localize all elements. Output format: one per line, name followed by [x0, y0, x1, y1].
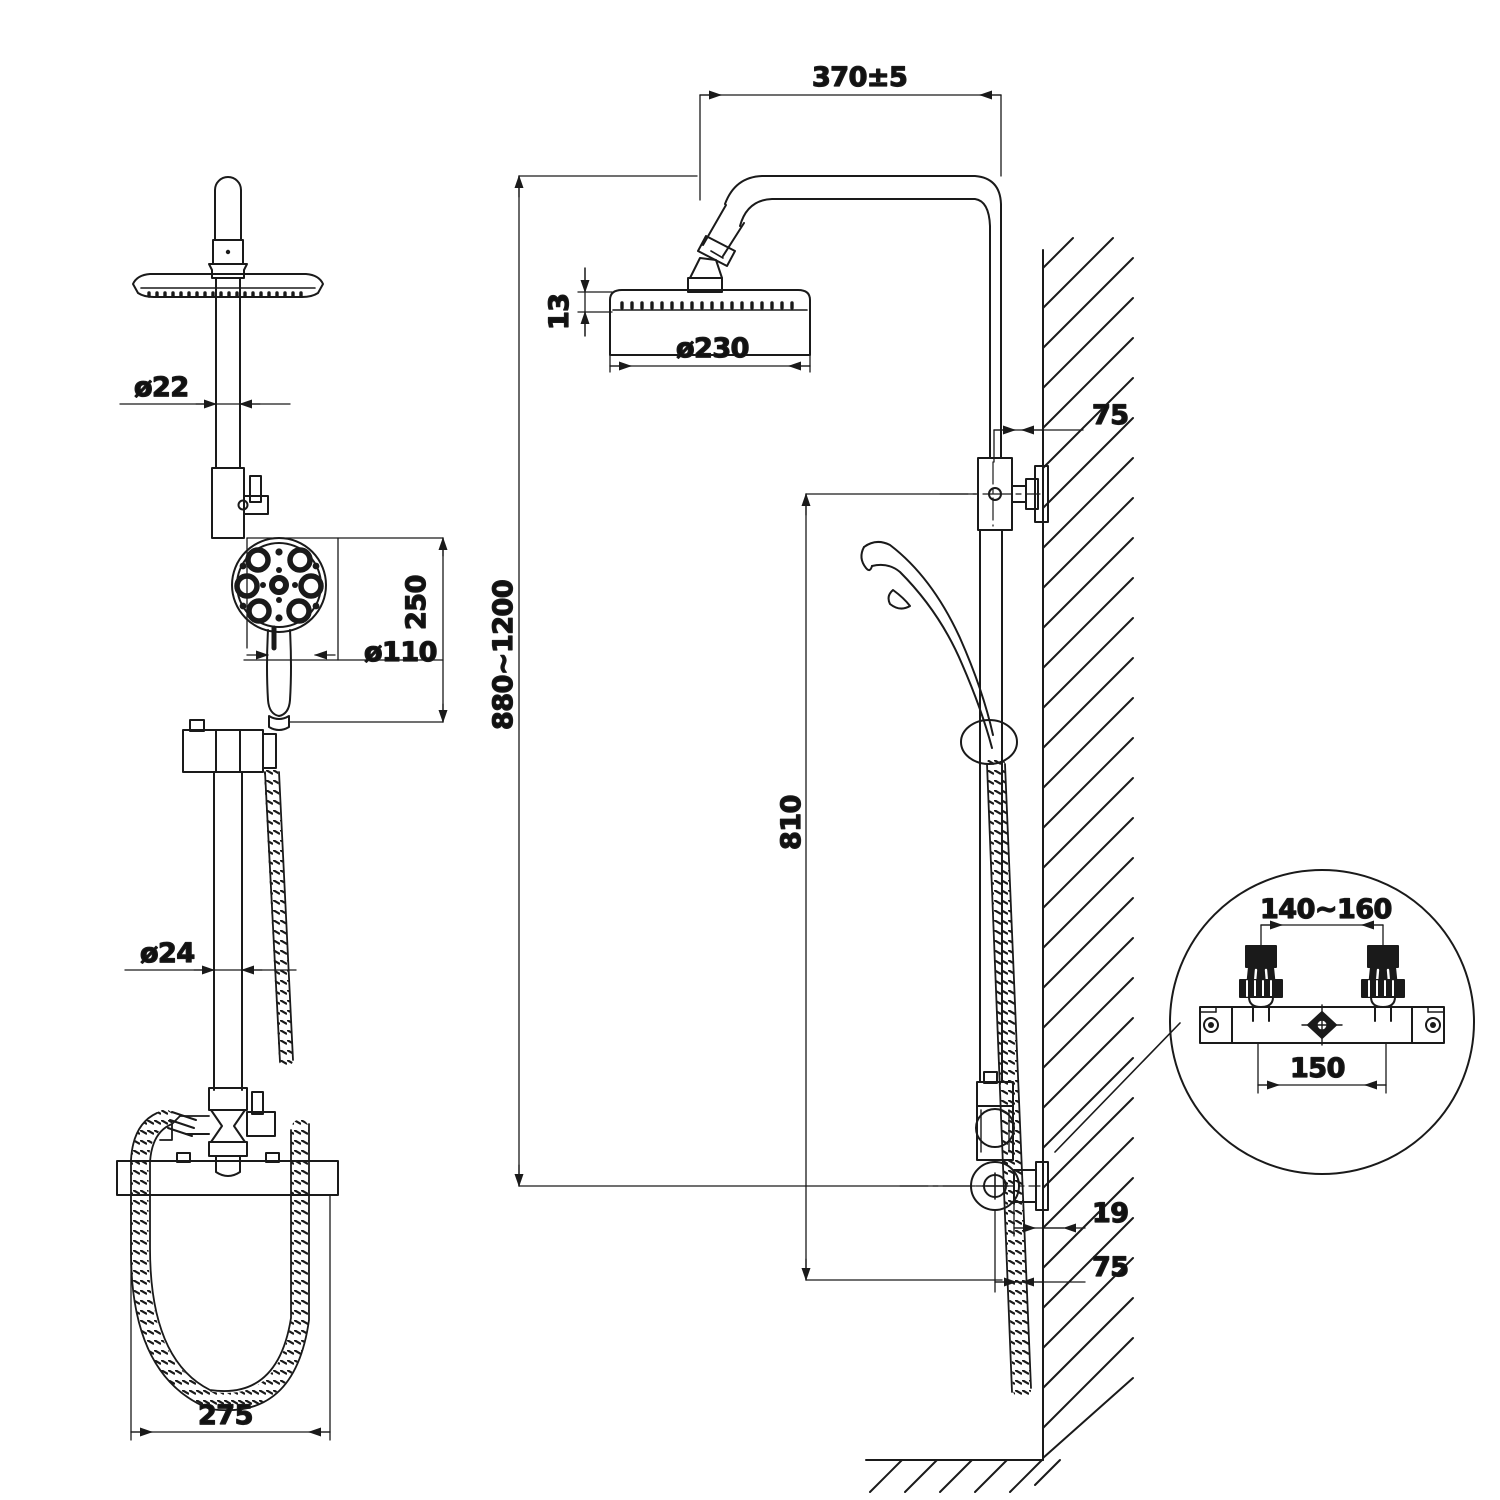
label-250: 250 — [401, 575, 432, 630]
label-880-1200: 880~1200 — [488, 580, 519, 730]
label-d110: ø110 — [364, 637, 437, 668]
side-dimension-810: 810 — [775, 493, 1003, 1281]
label-275: 275 — [198, 1400, 253, 1431]
front-dimension-275: 275 — [130, 1194, 331, 1441]
label-13: 13 — [544, 293, 575, 330]
front-upper-riser — [215, 277, 241, 469]
wall-hatching — [1042, 237, 1134, 1459]
label-75-top: 75 — [1092, 400, 1129, 431]
label-d230: ø230 — [676, 333, 749, 364]
label-370: 370±5 — [812, 62, 907, 93]
front-valve-outlet-coil — [167, 1111, 197, 1137]
detail-inlet-left — [1239, 945, 1283, 1022]
side-dimension-880-1200: 880~1200 — [487, 175, 976, 1187]
side-valve-body — [899, 1071, 1049, 1211]
front-dimension-d24: ø24 — [124, 937, 297, 975]
detail-valve-bar — [1199, 1004, 1445, 1046]
wall — [1042, 237, 1134, 1461]
side-handset — [860, 541, 1018, 765]
label-d22: ø22 — [134, 372, 189, 403]
detail-circle-view: 140~160 150 — [1054, 869, 1475, 1175]
label-75-bottom: 75 — [1092, 1252, 1129, 1283]
side-rain-head-nozzles — [620, 301, 794, 310]
front-hose-upper — [264, 765, 294, 1067]
front-elevation-view: ø22 ø24 ø110 250 — [116, 176, 448, 1441]
side-dimension-370: 370±5 — [699, 61, 1002, 201]
side-dimension-75-bottom: 75 — [994, 1209, 1130, 1293]
label-810: 810 — [776, 795, 807, 850]
side-arm-swivel — [687, 235, 736, 293]
front-hose-loop — [130, 1109, 310, 1412]
detail-inlet-right — [1361, 945, 1405, 1022]
front-rain-head-nozzles — [147, 291, 303, 298]
front-lower-riser — [213, 771, 243, 1091]
label-150: 150 — [1290, 1053, 1345, 1084]
label-d24: ø24 — [140, 938, 195, 969]
front-rain-head — [132, 273, 324, 298]
floor — [865, 1459, 1061, 1493]
front-dimension-d110-250: ø110 250 — [243, 537, 448, 723]
detail-dimension-150: 150 — [1257, 1042, 1387, 1094]
side-rain-head — [609, 289, 811, 356]
label-140-160: 140~160 — [1260, 894, 1392, 925]
front-dimension-d22: ø22 — [119, 371, 291, 409]
front-valve-body — [159, 1087, 276, 1177]
front-handset-head — [231, 537, 327, 731]
detail-circle-outline — [1169, 869, 1475, 1175]
front-diverter-block — [211, 467, 269, 539]
side-dimension-19: 19 — [1013, 1197, 1130, 1237]
label-19: 19 — [1092, 1198, 1129, 1229]
side-dimension-75-top: 75 — [993, 399, 1130, 463]
side-hose — [986, 755, 1032, 1399]
floor-hatching — [869, 1459, 1061, 1493]
detail-leader-line — [1054, 1022, 1181, 1153]
side-dimension-d230: ø230 — [609, 332, 811, 373]
side-rain-arm — [702, 175, 1002, 458]
front-handset-nozzle-pattern — [234, 547, 324, 624]
detail-dimension-140-160: 140~160 — [1259, 893, 1393, 953]
front-slider-bracket — [182, 719, 277, 773]
side-elevation-view: 370±5 13 ø230 75 — [487, 61, 1134, 1493]
side-dimension-13: 13 — [543, 267, 613, 337]
front-top-elbow — [208, 176, 248, 279]
front-bottom-rail — [116, 1152, 339, 1196]
